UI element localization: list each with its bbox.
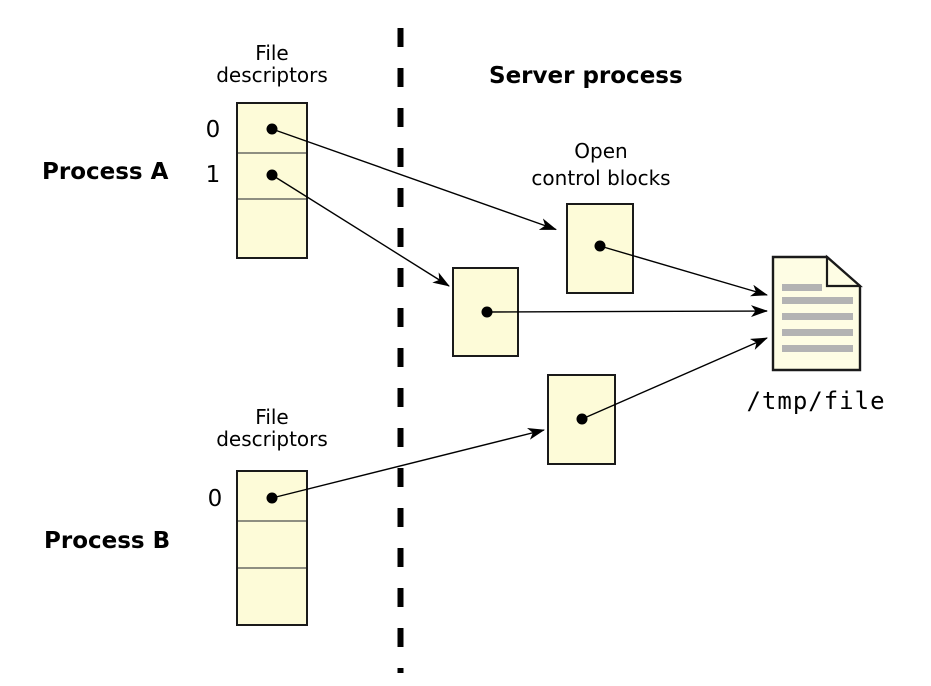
fd-index-a-1: 1	[205, 162, 221, 188]
arrow-a-fd1-to-middle-block	[271, 174, 450, 287]
arrow-middle-block-to-file	[486, 305, 768, 318]
open-control-blocks-label: Open control blocks	[501, 138, 701, 192]
fd-table-b-label: File descriptors	[192, 406, 352, 450]
fd-index-b-0: 0	[207, 486, 223, 512]
fd-table-a-label-line2: descriptors	[216, 63, 328, 87]
server-process-title: Server process	[489, 63, 683, 89]
pointer-dot-middle-block	[481, 306, 493, 318]
arrow-b-fd0-to-bottom-block	[271, 428, 545, 499]
pointer-dot-a-fd0	[266, 123, 278, 135]
arrow-bottom-block-to-file	[581, 337, 768, 420]
process-b-label: Process B	[44, 528, 171, 554]
pointer-dot-bottom-block	[576, 413, 588, 425]
open-control-blocks-line1: Open	[574, 139, 628, 163]
fd-table-b-label-line1: File	[255, 405, 289, 429]
fd-table-a-label: File descriptors	[192, 42, 352, 86]
file-path-label: /tmp/file	[746, 387, 886, 415]
fd-table-a-label-line1: File	[255, 41, 289, 65]
arrow-top-block-to-file	[599, 245, 768, 297]
file-icon	[771, 254, 863, 372]
pointer-dot-top-block	[594, 240, 606, 252]
process-b-fd-table	[236, 470, 308, 626]
fd-table-b-label-line2: descriptors	[216, 427, 328, 451]
process-a-label: Process A	[42, 159, 169, 185]
arrow-a-fd0-to-top-block	[271, 128, 557, 231]
fd-index-a-0: 0	[205, 117, 221, 143]
pointer-dot-a-fd1	[266, 169, 278, 181]
open-control-blocks-line2: control blocks	[531, 166, 671, 190]
pointer-dot-b-fd0	[266, 492, 278, 504]
